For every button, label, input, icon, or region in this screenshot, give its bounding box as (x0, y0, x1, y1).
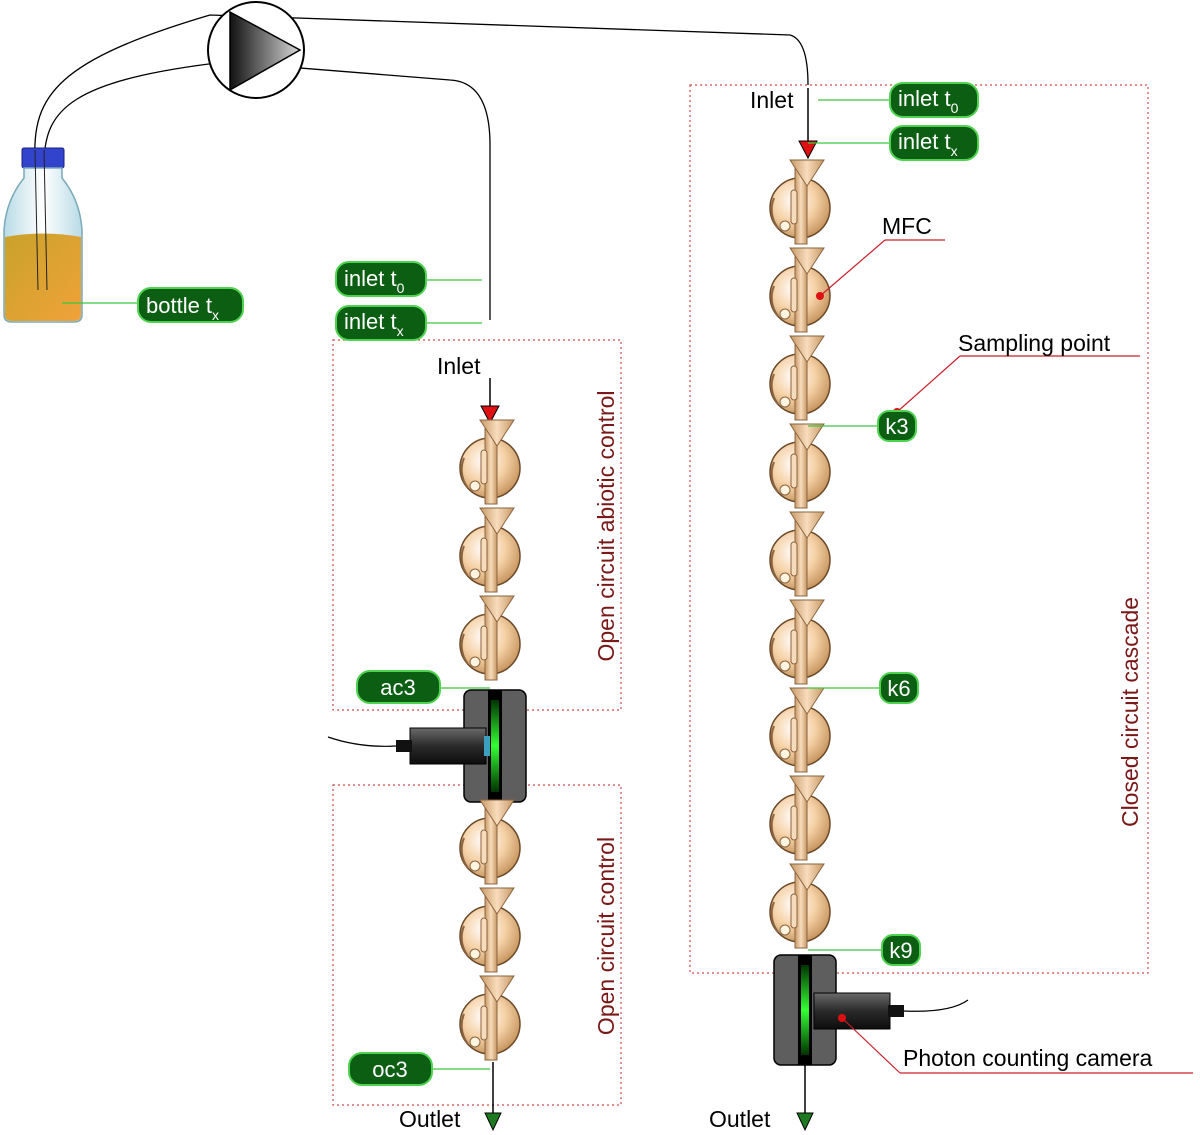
tag-ac3: ac3 (356, 670, 441, 704)
outlet-arrow-left (484, 1112, 502, 1132)
inlet-label-left: Inlet (437, 353, 481, 379)
tag-main: inlet t (898, 129, 951, 154)
outlet-arrow-right (796, 1112, 814, 1132)
tag-left-inlet-tx: inlet tx (335, 305, 427, 341)
tag-main: k9 (889, 938, 912, 963)
tag-subscript: 0 (951, 100, 959, 116)
svg-text:bottle tx: bottle tx (146, 293, 219, 323)
svg-text:inlet tx: inlet tx (898, 129, 958, 159)
group-box-control (332, 784, 622, 1106)
tag-main: ac3 (380, 675, 415, 700)
mfc-icon (459, 507, 521, 593)
inlet-arrow-left (480, 405, 500, 425)
tag-oc3: oc3 (348, 1052, 433, 1086)
tag-main: k6 (887, 676, 910, 701)
camera-icon (773, 954, 969, 1066)
tag-k3: k3 (877, 410, 917, 442)
tag-bottle-tx: bottle tx (137, 287, 244, 323)
tag-subscript: x (951, 143, 958, 159)
group-label-abiotic: Open circuit abiotic control (593, 390, 619, 661)
group-label-control: Open circuit control (593, 837, 619, 1035)
mfc-icon (459, 419, 521, 505)
tube-inner (43, 61, 491, 320)
mfc-icon (459, 595, 521, 681)
tag-main: oc3 (372, 1057, 407, 1082)
outlet-label-left: Outlet (399, 1106, 461, 1132)
group-label-cascade: Closed circuit cascade (1117, 597, 1143, 827)
tube-outer (34, 14, 809, 161)
mfc-label: MFC (882, 213, 932, 239)
mfc-icon (769, 599, 831, 685)
mfc-icon (459, 799, 521, 885)
mfc-icon (769, 335, 831, 421)
mfc-icon (459, 975, 521, 1061)
tag-k6: k6 (879, 672, 919, 704)
mfc-icon (769, 423, 831, 509)
mfc-icon (769, 247, 831, 333)
camera-icon (327, 689, 527, 803)
svg-text:inlet t0: inlet t0 (344, 266, 405, 296)
mfc-icon (769, 159, 831, 245)
tag-main: inlet t (344, 266, 397, 291)
tag-subscript: x (397, 323, 404, 339)
sampling-point-label: Sampling point (958, 330, 1111, 356)
pump-icon (207, 1, 305, 99)
tag-subscript: x (212, 307, 219, 323)
tag-main: k3 (885, 414, 908, 439)
inlet-label-right: Inlet (750, 87, 794, 113)
photon-camera-label: Photon counting camera (903, 1045, 1153, 1071)
inlet-arrow-right (798, 140, 818, 160)
mfc-icon (459, 887, 521, 973)
tag-main: bottle t (146, 293, 212, 318)
mfc-icon (769, 687, 831, 773)
mfc-icon (769, 511, 831, 597)
tag-right-inlet-tx: inlet tx (889, 125, 979, 161)
tag-left-inlet-t0: inlet t0 (335, 261, 427, 297)
tag-main: inlet t (898, 86, 951, 111)
tag-k9: k9 (881, 934, 921, 966)
bottle-icon (3, 147, 83, 323)
group-box-cascade (689, 84, 1149, 974)
svg-text:inlet t0: inlet t0 (898, 86, 959, 116)
svg-text:inlet tx: inlet tx (344, 309, 404, 339)
tag-right-inlet-t0: inlet t0 (889, 82, 979, 118)
outlet-label-right: Outlet (709, 1106, 771, 1132)
mfc-icon (769, 775, 831, 861)
tag-main: inlet t (344, 309, 397, 334)
tag-subscript: 0 (397, 280, 405, 296)
mfc-icon (769, 863, 831, 949)
